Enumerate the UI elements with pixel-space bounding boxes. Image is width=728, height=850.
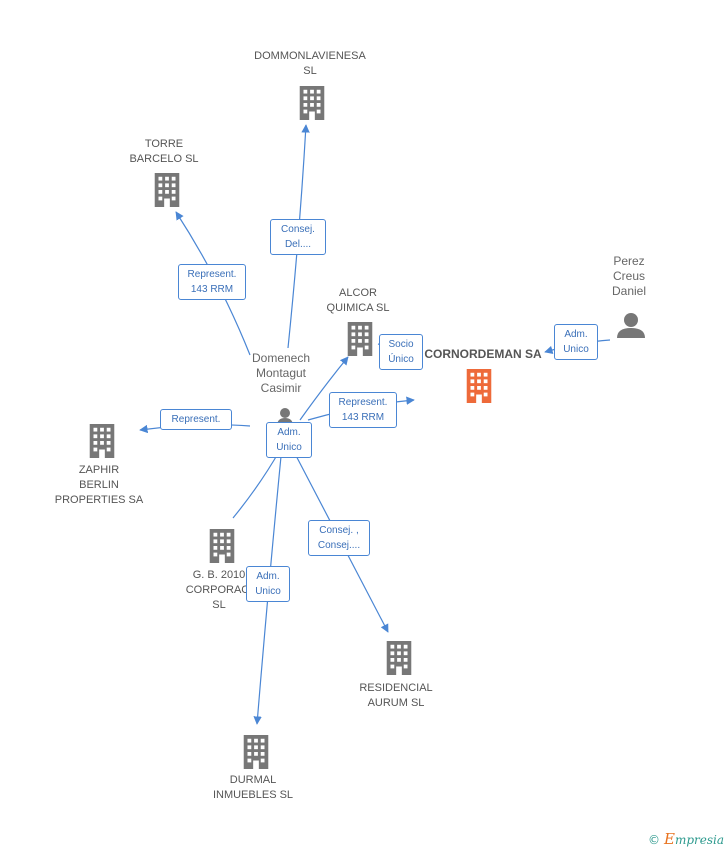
building-icon <box>154 173 180 207</box>
main-building-icon <box>466 369 492 403</box>
edge-label-adm-unico-perez[interactable]: Adm. Unico <box>554 324 598 360</box>
edge-label-adm-unico-durmal[interactable]: Adm. Unico <box>246 566 290 602</box>
edge-to-alcor <box>299 356 349 421</box>
edge-label-consej-consej[interactable]: Consej. , Consej.... <box>308 520 370 556</box>
node-gb2010-corporaci[interactable]: G. B. 2010 CORPORACI SL <box>185 569 253 611</box>
edge-label-adm-unico-center[interactable]: Adm. Unico <box>266 422 312 458</box>
node-durmal-inmuebles[interactable]: DURMAL INMUEBLES SL <box>212 774 294 801</box>
building-icon <box>89 424 115 458</box>
building-icon <box>386 641 412 675</box>
node-dommonlavienesa[interactable]: DOMMONLAVIENESA SL <box>254 50 366 77</box>
node-torre-barcelo[interactable]: TORRE BARCELO SL <box>129 138 199 165</box>
edge-to-gb2010 <box>232 449 281 519</box>
building-icon <box>299 86 325 120</box>
brand-e: E <box>663 830 675 848</box>
node-residencial-aurum[interactable]: RESIDENCIAL AURUM SL <box>359 682 433 709</box>
empresia-footer[interactable]: ©Empresia <box>648 830 724 848</box>
node-domenech-montagut-casimir[interactable]: Domenech Montagut Casimir <box>251 351 311 395</box>
building-icon <box>209 529 235 563</box>
building-icon <box>243 735 269 769</box>
node-cornordeman-main[interactable]: CORNORDEMAN SA <box>424 347 542 361</box>
edge-label-socio-unico[interactable]: Socio Único <box>379 334 423 370</box>
node-zaphir-berlin[interactable]: ZAPHIR BERLIN PROPERTIES SA <box>54 464 144 506</box>
edge-label-represent-zaphir[interactable]: Represent. <box>160 409 232 430</box>
node-perez-creus-daniel[interactable]: Perez Creus Daniel <box>611 254 647 298</box>
edge-label-consej-del[interactable]: Consej. Del.... <box>270 219 326 255</box>
brand-name: mpresia <box>674 833 724 847</box>
building-icon <box>347 322 373 356</box>
edge-label-represent-cornordeman[interactable]: Represent. 143 RRM <box>329 392 397 428</box>
person-icon <box>617 313 645 338</box>
node-alcor-quimica[interactable]: ALCOR QUIMICA SL <box>326 287 390 314</box>
copyright-symbol: © <box>647 833 660 847</box>
edge-label-represent-torre[interactable]: Represent. 143 RRM <box>178 264 246 300</box>
